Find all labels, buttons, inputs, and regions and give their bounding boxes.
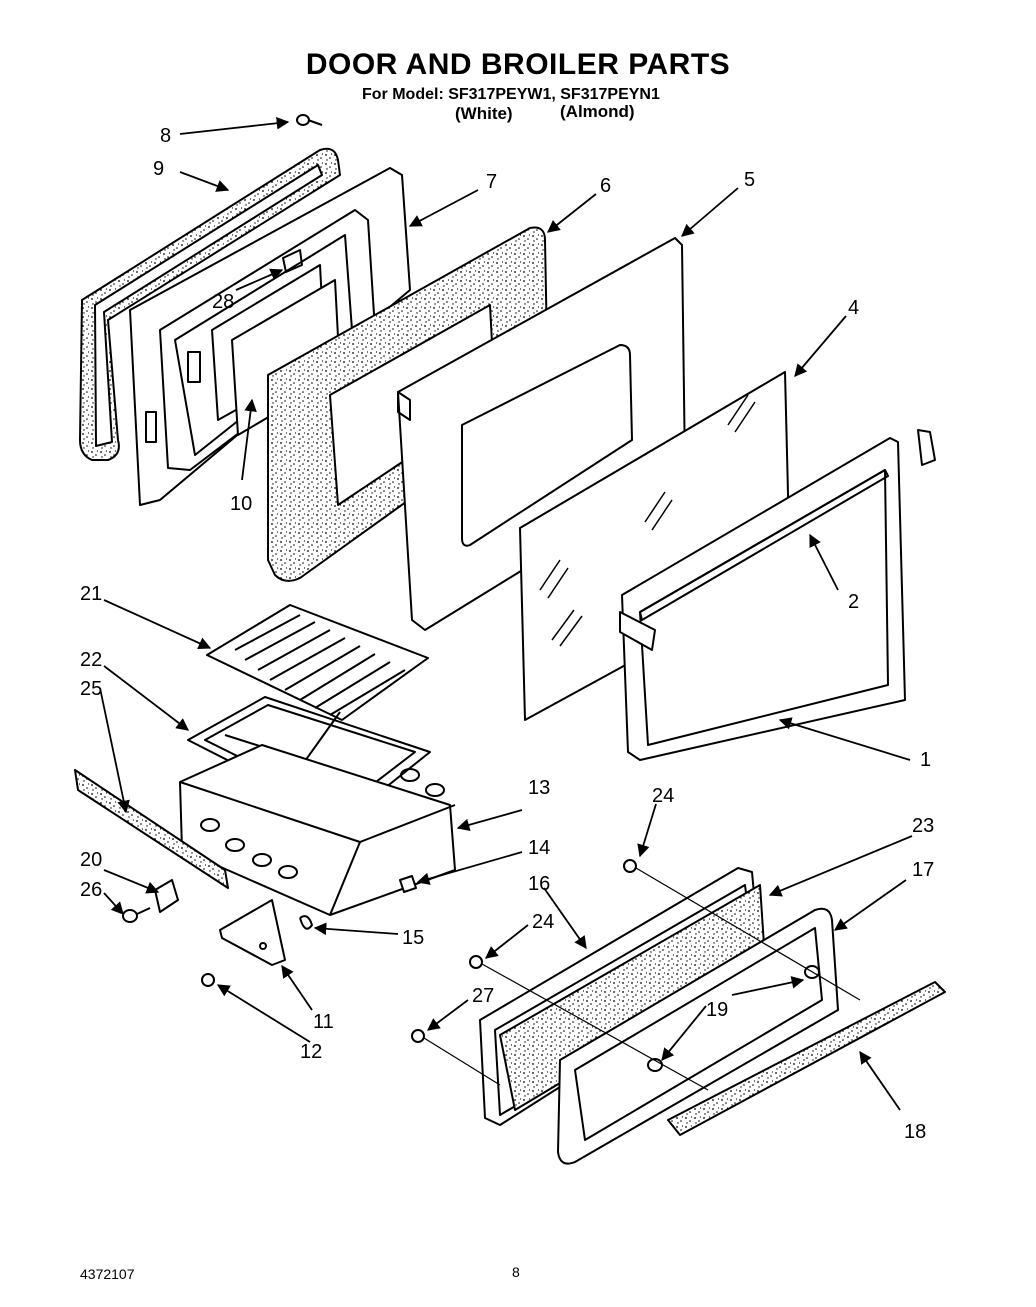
callout-1: 1	[920, 749, 931, 771]
callout-22: 22	[80, 649, 102, 671]
callout-20: 20	[80, 849, 102, 871]
callout-24-upper: 24	[652, 785, 674, 807]
broiler-rail-part	[74, 769, 229, 889]
callout-18: 18	[904, 1121, 926, 1143]
model-line: For Model: SF317PEYW1, SF317PEYN1	[362, 86, 660, 103]
callout-14: 14	[528, 837, 550, 859]
callout-10: 10	[230, 493, 252, 515]
callout-19: 19	[706, 999, 728, 1021]
broiler-pan-part	[179, 744, 456, 916]
callout-21: 21	[80, 583, 102, 605]
callout-28: 28	[212, 291, 234, 313]
screw-8-part	[296, 114, 323, 126]
callout-24-lower: 24	[532, 911, 554, 933]
callout-13: 13	[528, 777, 550, 799]
door-gasket-part	[79, 147, 341, 461]
callout-2: 2	[848, 591, 859, 613]
callout-5: 5	[744, 169, 755, 191]
document-number: 4372107	[80, 1266, 135, 1282]
color-almond-label: (Almond)	[560, 102, 635, 121]
alignment-lines	[423, 867, 861, 1091]
callout-labels: 8 9 7 6 5 4 28 10 2 21 22 25 1 13 24 23 …	[80, 125, 934, 1143]
callout-16: 16	[528, 873, 550, 895]
callout-15: 15	[402, 927, 424, 949]
bracket-part	[201, 875, 417, 987]
callout-arrows	[99, 116, 913, 1111]
page-number: 8	[512, 1264, 520, 1280]
drawer-trim-part	[667, 981, 946, 1136]
color-white-label: (White)	[455, 104, 513, 123]
callout-17: 17	[912, 859, 934, 881]
callout-6: 6	[600, 175, 611, 197]
callout-23: 23	[912, 815, 934, 837]
callout-7: 7	[486, 171, 497, 193]
callout-11: 11	[313, 1011, 334, 1033]
broiler-drawer-part	[479, 867, 839, 1165]
callout-26: 26	[80, 879, 102, 901]
callout-12: 12	[300, 1041, 322, 1063]
broiler-grid-part	[206, 604, 429, 721]
page-title: DOOR AND BROILER PARTS	[305, 48, 731, 81]
callout-9: 9	[153, 158, 164, 180]
callout-27: 27	[472, 985, 494, 1007]
callout-4: 4	[848, 297, 859, 319]
clip-and-screw-part	[122, 879, 179, 923]
callout-8: 8	[160, 125, 171, 147]
door-frame-part	[619, 429, 936, 761]
callout-25: 25	[80, 678, 102, 700]
